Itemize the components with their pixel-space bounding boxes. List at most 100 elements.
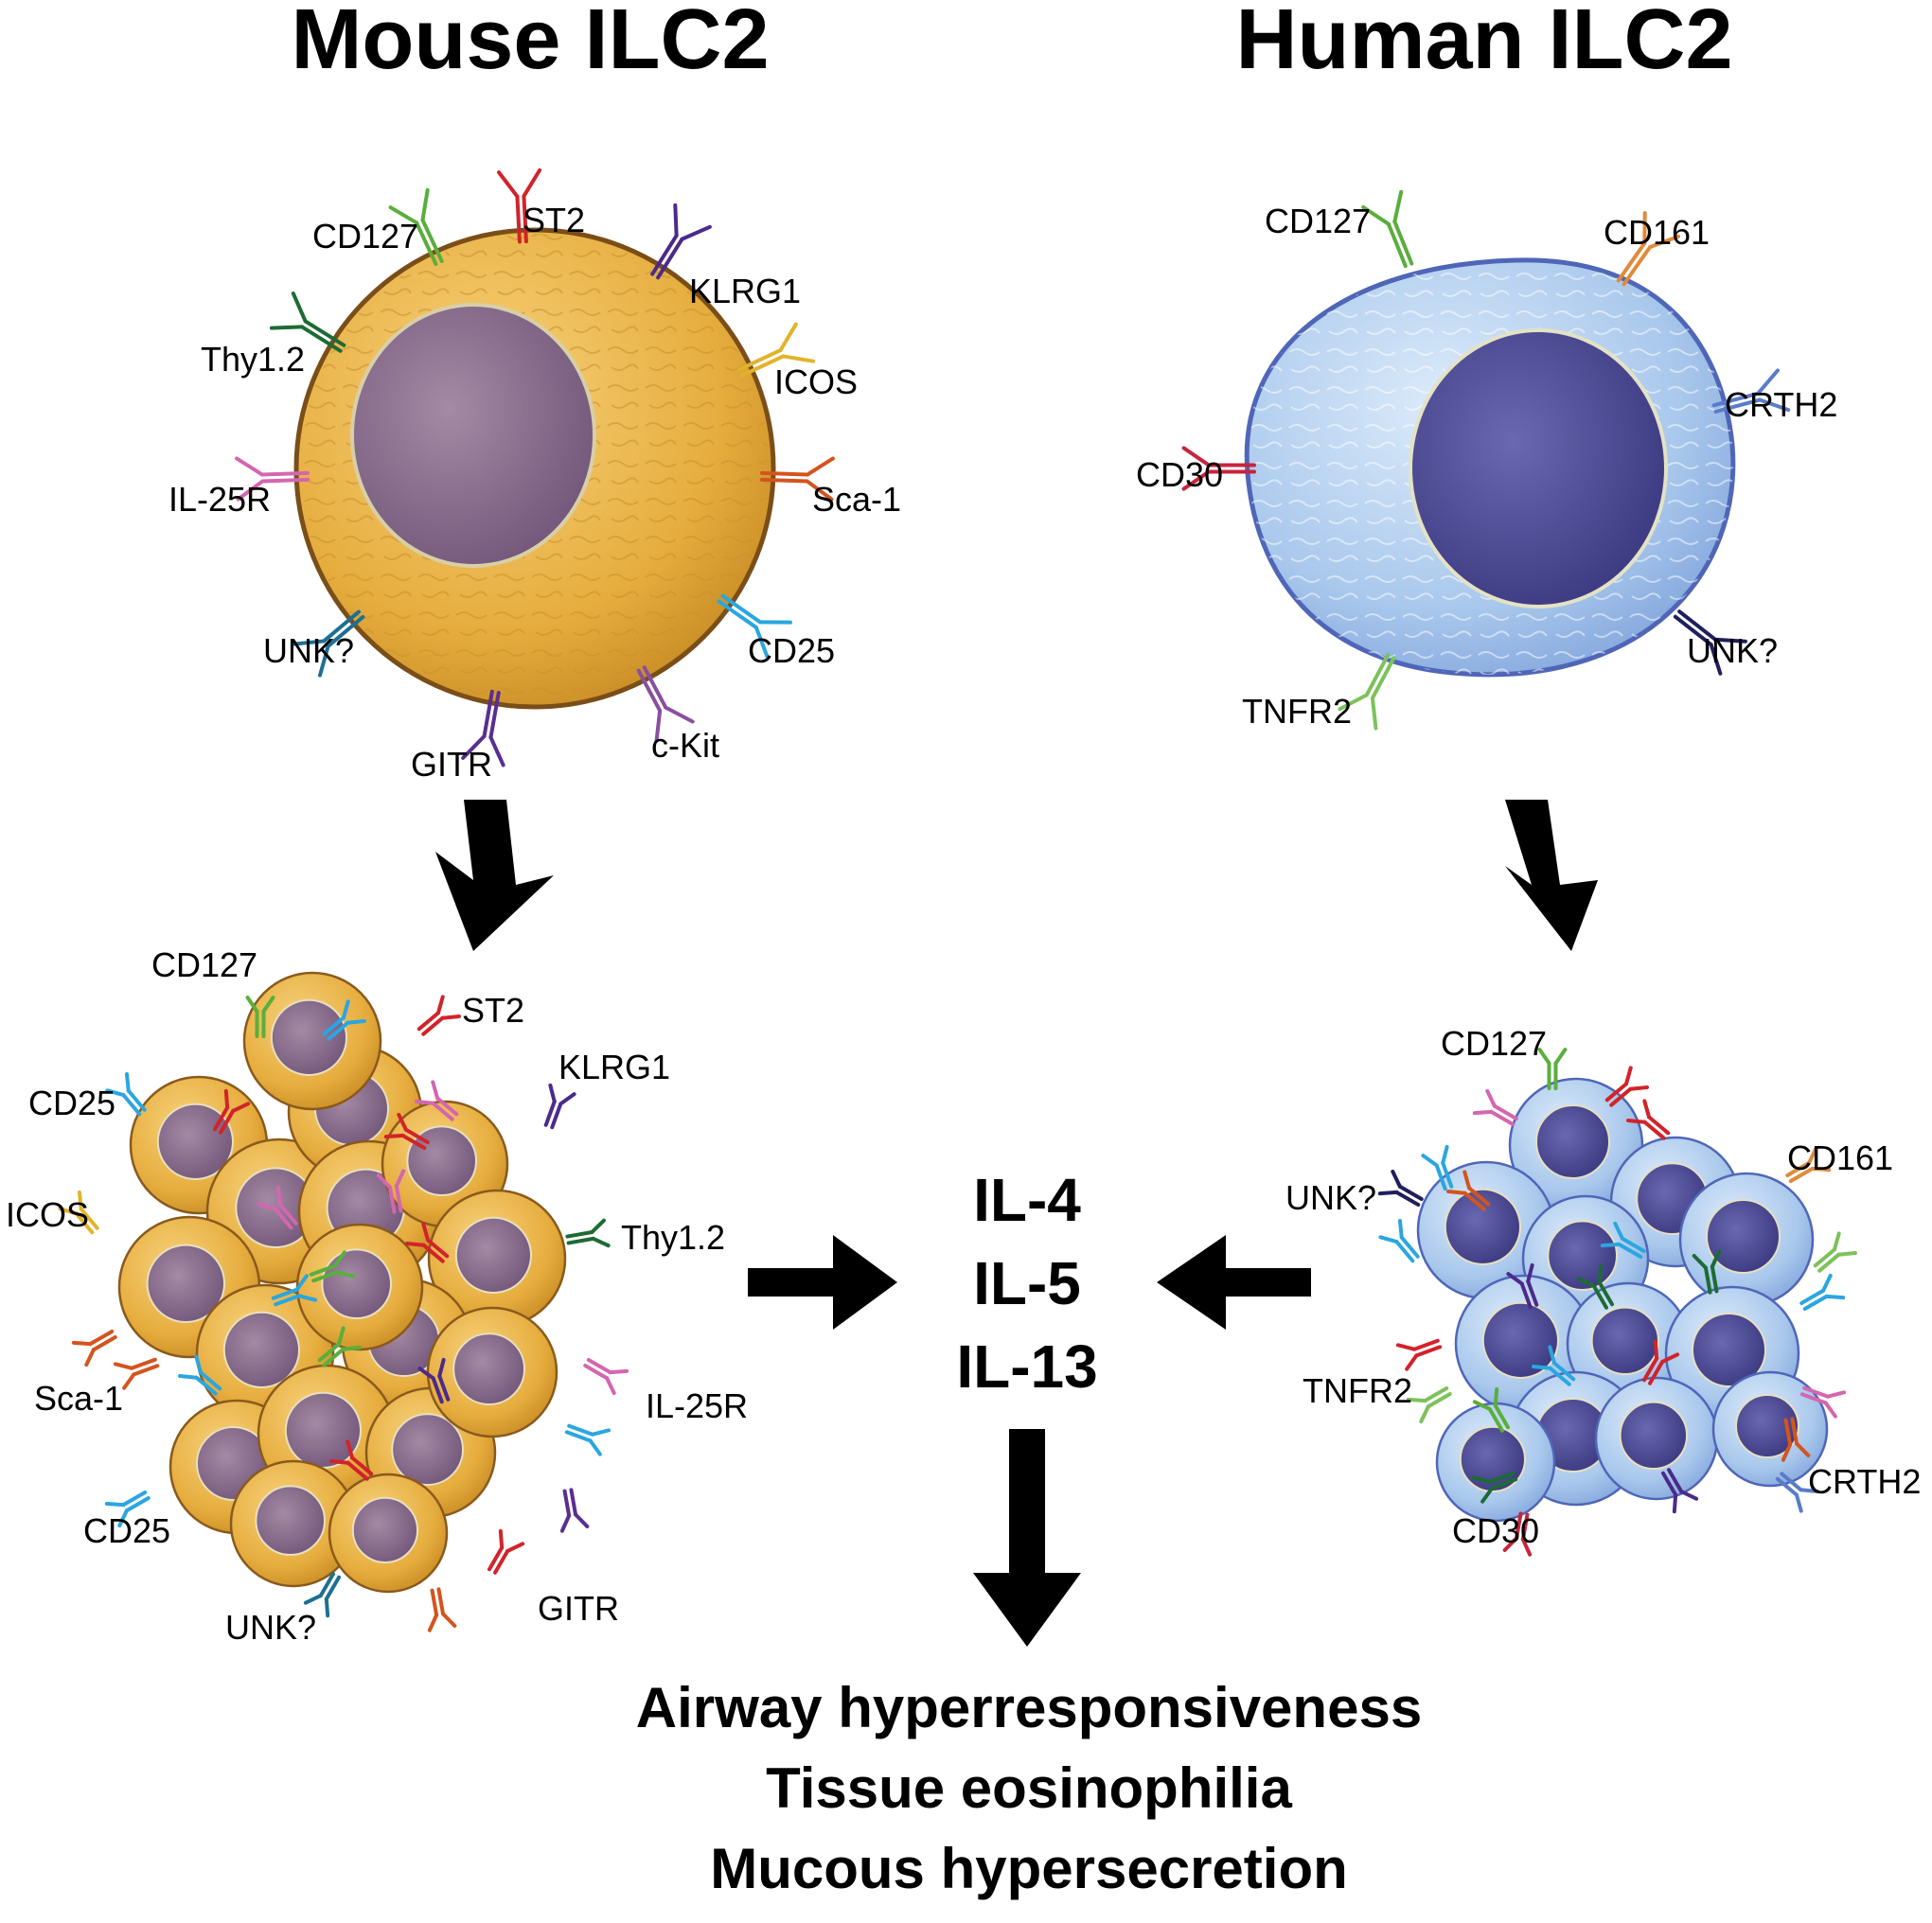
cytokine-il4: IL-4	[973, 1166, 1081, 1234]
mouse-label-sca1: Sca-1	[812, 480, 901, 519]
cluster-receptor	[105, 1072, 147, 1117]
cluster-receptor	[543, 1083, 576, 1130]
mouse-label-gitr: GITR	[411, 745, 492, 784]
human-ilc2-cell	[1244, 257, 1736, 678]
mouse-cluster-label-cd25b: CD25	[83, 1511, 170, 1550]
human-label-cd30: CD30	[1136, 455, 1223, 494]
cluster-receptor	[1604, 1066, 1649, 1107]
cluster-receptor	[212, 1088, 251, 1135]
cluster-receptor	[322, 999, 366, 1041]
cluster-receptor	[113, 1357, 160, 1390]
cluster-cell	[1435, 1402, 1556, 1523]
cluster-receptor	[303, 1572, 342, 1618]
receptor-icos	[737, 322, 816, 378]
mouse-cluster-receptors	[58, 995, 629, 1632]
receptor-klrg1	[650, 203, 712, 280]
cluster-receptor	[405, 1222, 450, 1263]
cytokine-il13: IL-13	[956, 1332, 1097, 1401]
mouse-label-cd127: CD127	[312, 217, 418, 256]
receptor-cd25	[717, 593, 792, 659]
cluster-receptor	[257, 1186, 298, 1230]
human-cluster-label-tnfr2: TNFR2	[1303, 1371, 1412, 1410]
outcome-airway: Airway hyperresponsiveness	[636, 1676, 1422, 1739]
cluster-cell	[1416, 1160, 1556, 1300]
cluster-receptor	[1472, 1088, 1518, 1127]
cytokines-down-arrow	[973, 1429, 1081, 1647]
human-receptors	[1181, 189, 1791, 731]
cluster-receptor	[487, 1528, 525, 1575]
mouse-ilc2-cluster	[117, 971, 567, 1594]
cluster-receptor	[1471, 1471, 1518, 1504]
mouse-to-cytokines-arrow	[748, 1235, 897, 1330]
mouse-label-unk: UNK?	[263, 631, 354, 670]
mouse-label-cd25: CD25	[748, 631, 835, 670]
cluster-receptor	[383, 1112, 430, 1151]
human-cluster-label-cd127: CD127	[1441, 1024, 1547, 1063]
receptor-cd161	[1616, 211, 1681, 287]
cluster-receptor	[1813, 1231, 1857, 1273]
cluster-receptor	[1781, 1417, 1811, 1462]
mouse-cluster-label-gitr: GITR	[538, 1589, 619, 1628]
receptor-sca1	[759, 456, 835, 502]
cluster-receptor	[1775, 1472, 1819, 1513]
human-cluster-label-cd30: CD30	[1452, 1511, 1539, 1550]
human-label-cd127: CD127	[1265, 202, 1371, 240]
human-cluster-receptors	[1377, 1048, 1857, 1557]
receptor-st2	[497, 168, 542, 244]
cluster-receptor	[329, 1439, 374, 1481]
cluster-receptor	[104, 1490, 151, 1528]
cytokine-il5: IL-5	[973, 1249, 1081, 1317]
cluster-receptor	[1626, 1099, 1671, 1140]
human-ilc2-cluster	[1416, 1077, 1829, 1523]
human-cluster-label-unk: UNK?	[1285, 1178, 1376, 1217]
receptor-tnfr2	[1338, 653, 1396, 731]
cluster-receptor	[1395, 1338, 1443, 1371]
cluster-receptor	[1506, 1262, 1539, 1310]
cluster-receptor	[417, 1357, 451, 1404]
human-nucleus	[1409, 328, 1668, 609]
mouse-label-icos: ICOS	[774, 362, 858, 401]
mouse-label-ckit: c-Kit	[651, 726, 719, 765]
cluster-cell	[426, 1306, 558, 1438]
mouse-label-il25r: IL-25R	[168, 480, 271, 519]
human-to-cytokines-arrow	[1157, 1235, 1311, 1330]
receptor-gitr	[461, 689, 505, 767]
mouse-cluster-label-unk: UNK?	[225, 1608, 316, 1647]
cluster-receptor	[1641, 1339, 1680, 1385]
cluster-receptor	[317, 1326, 362, 1367]
mouse-down-arrow	[435, 800, 554, 951]
mouse-cluster-label-st2: ST2	[462, 991, 524, 1030]
human-label-crth2: CRTH2	[1725, 385, 1837, 424]
human-label-cd161: CD161	[1604, 213, 1710, 252]
mouse-label-st2: ST2	[523, 201, 585, 239]
mouse-ilc2-cell	[293, 227, 776, 710]
cluster-receptor	[1502, 1511, 1533, 1557]
receptor-il25r	[235, 456, 310, 502]
cluster-receptor	[415, 1080, 459, 1121]
mouse-label-thy12: Thy1.2	[201, 340, 305, 379]
cluster-receptor	[71, 1329, 117, 1367]
cluster-receptor	[1532, 1345, 1576, 1386]
mouse-cluster-label-icos: ICOS	[6, 1195, 89, 1234]
cluster-receptor	[583, 1357, 629, 1396]
cluster-receptor	[565, 1218, 611, 1248]
mouse-cluster-label-cd127: CD127	[151, 945, 257, 984]
cluster-cell	[242, 971, 382, 1111]
cluster-cell	[1678, 1172, 1815, 1308]
mouse-cluster-label-thy12: Thy1.2	[621, 1218, 725, 1257]
cluster-receptor	[1537, 1048, 1568, 1090]
receptor-thy12	[269, 291, 346, 353]
mouse-receptors	[235, 168, 835, 767]
cluster-receptor	[559, 1488, 590, 1533]
human-down-arrow	[1505, 800, 1598, 951]
mouse-cluster-label-cd25a: CD25	[28, 1084, 115, 1122]
cluster-receptor	[1377, 1169, 1424, 1208]
cluster-receptor	[1785, 1145, 1832, 1184]
outcome-mucous: Mucous hypersecretion	[710, 1837, 1348, 1900]
human-label-unk: UNK?	[1687, 631, 1778, 670]
receptor-cd127	[388, 187, 444, 266]
mouse-cluster-label-klrg1: KLRG1	[558, 1048, 670, 1086]
outcome-eosinophilia: Tissue eosinophilia	[766, 1756, 1292, 1820]
cluster-receptor	[1600, 1221, 1646, 1260]
